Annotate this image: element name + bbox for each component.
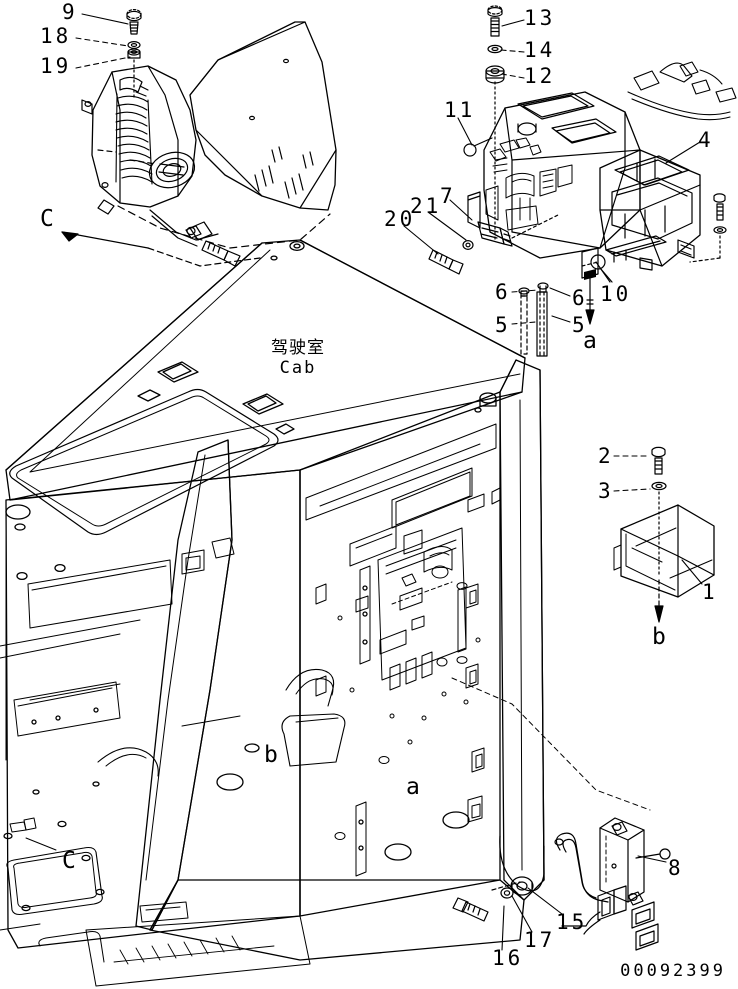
callout-13: 13: [524, 6, 556, 30]
callout-5-right: 5: [572, 313, 588, 337]
rod-group-5-6: [518, 282, 549, 357]
callout-9: 9: [62, 0, 78, 24]
drawing-number: 00092399: [620, 961, 726, 981]
cab-structure-group: [0, 239, 651, 987]
cab-label: 驾驶室 Cab: [238, 338, 358, 378]
callout-17: 17: [524, 928, 556, 952]
callout-12: 12: [524, 64, 556, 88]
callout-16: 16: [492, 946, 524, 970]
callout-15: 15: [556, 910, 588, 934]
callout-6-right: 6: [572, 286, 588, 310]
assembly-marker-b-right: b: [652, 624, 666, 650]
callout-11: 11: [444, 98, 476, 122]
cover-bracket-group: [613, 446, 715, 623]
callout-8: 8: [668, 856, 684, 880]
section-marker-c-bottom: C: [62, 848, 76, 874]
relay-harness-group: [452, 817, 671, 951]
air-conditioner-unit-group: [428, 5, 737, 357]
callout-3: 3: [598, 479, 614, 503]
callout-2: 2: [598, 444, 614, 468]
assembly-marker-b-floor: b: [264, 742, 278, 768]
assembly-marker-a-floor: a: [406, 774, 420, 800]
callout-4: 4: [698, 128, 714, 152]
cab-label-cn: 驾驶室: [271, 338, 325, 358]
callout-14: 14: [524, 38, 556, 62]
fastener-stack-9-18-19: [126, 9, 142, 99]
fastener-group-20-21-7: [428, 213, 561, 275]
callout-5-left: 5: [495, 313, 511, 337]
callout-1: 1: [702, 580, 718, 604]
section-marker-c-top: C: [40, 206, 54, 232]
duct-assembly-group: [61, 9, 337, 267]
callout-20: 20: [384, 207, 416, 231]
cab-label-en: Cab: [279, 358, 317, 379]
callout-18: 18: [40, 24, 72, 48]
leader-lines: [75, 13, 703, 951]
assembly-marker-a-top: a: [583, 328, 597, 354]
callout-21: 21: [410, 194, 442, 218]
callout-19: 19: [40, 54, 72, 78]
callout-6-left: 6: [495, 280, 511, 304]
callout-7: 7: [440, 184, 456, 208]
callout-10: 10: [600, 282, 632, 306]
